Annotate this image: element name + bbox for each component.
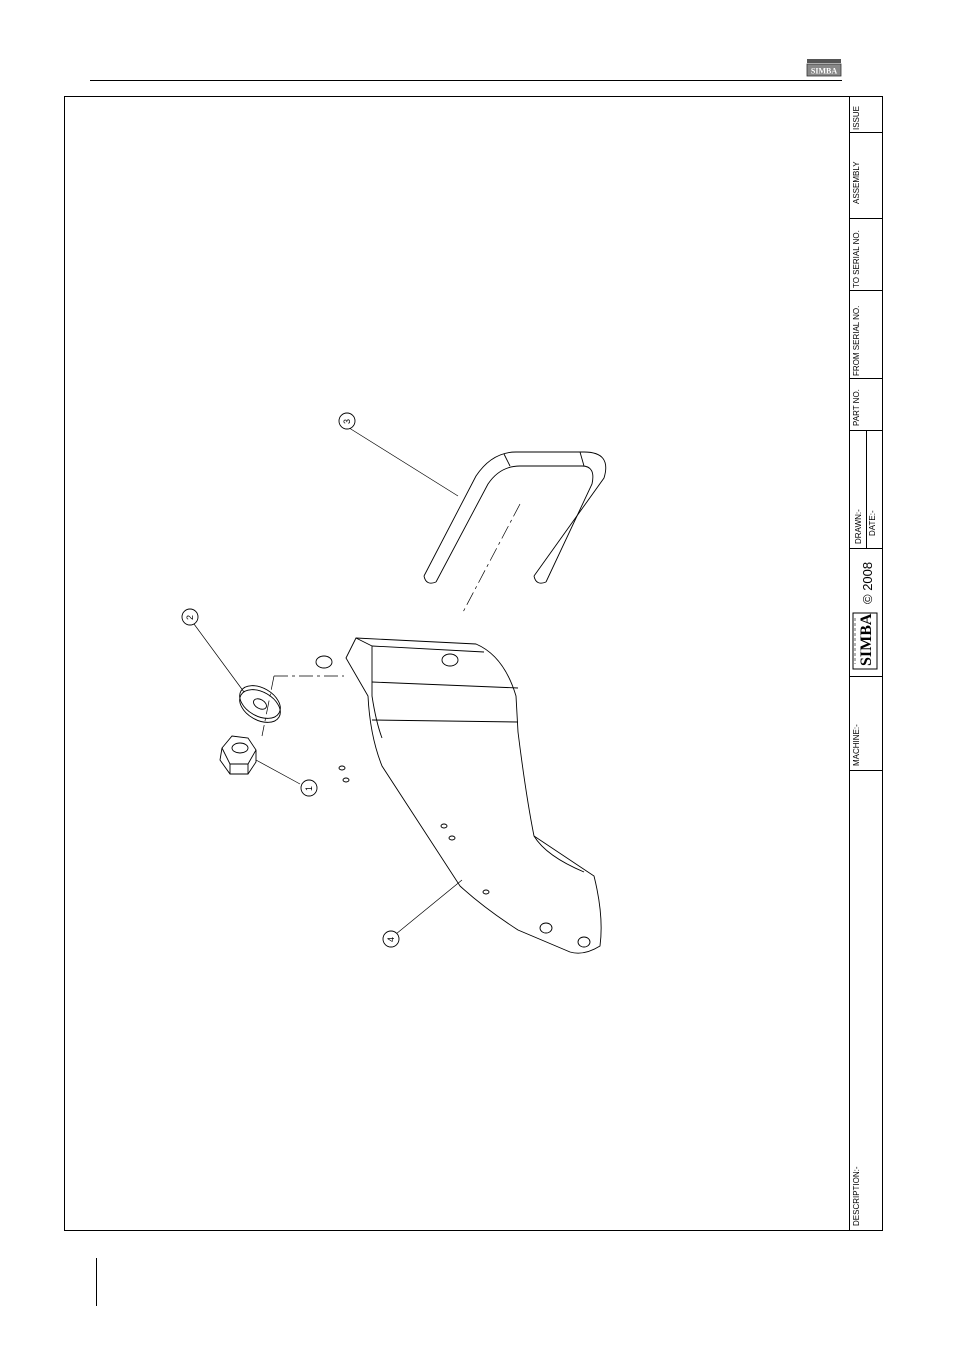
issue-label: ISSUE	[852, 106, 862, 130]
title-rule	[849, 378, 883, 379]
exploded-assembly-drawing: 3 2 1 4	[64, 96, 849, 1231]
part-no-label: PART NO.	[852, 389, 862, 426]
balloon-3: 3	[339, 413, 355, 429]
machine-label: MACHINE:-	[852, 724, 862, 766]
description-label: DESCRIPTION:-	[852, 1166, 862, 1226]
title-rule	[849, 290, 883, 291]
title-rule	[849, 218, 883, 219]
title-rule	[849, 548, 883, 549]
footer-rule	[96, 1258, 97, 1306]
copyright-text: © 2008	[861, 562, 875, 604]
simba-logo-icon: SIMBA	[806, 58, 842, 78]
svg-text:1: 1	[304, 786, 314, 791]
from-serial-label: FROM SERIAL NO.	[852, 306, 862, 376]
title-rule	[849, 132, 883, 133]
svg-text:SIMBA: SIMBA	[858, 613, 875, 666]
balloon-1: 1	[301, 780, 317, 796]
simba-brand-logo: SIMBA	[852, 612, 878, 670]
balloon-2: 2	[182, 609, 198, 625]
date-label: DATE:-	[868, 510, 878, 536]
title-rule	[849, 676, 883, 677]
assembly-label: ASSEMBLY	[852, 161, 862, 204]
title-rule	[849, 770, 883, 771]
svg-text:4: 4	[386, 937, 396, 942]
svg-text:SIMBA: SIMBA	[811, 67, 837, 76]
svg-text:3: 3	[342, 419, 352, 424]
to-serial-label: TO SERIAL NO.	[852, 230, 862, 288]
svg-text:2: 2	[185, 615, 195, 620]
balloon-4: 4	[383, 931, 399, 947]
header-rule	[90, 80, 842, 81]
title-divider	[866, 430, 867, 548]
drawn-label: DRAWN:-	[854, 509, 864, 544]
